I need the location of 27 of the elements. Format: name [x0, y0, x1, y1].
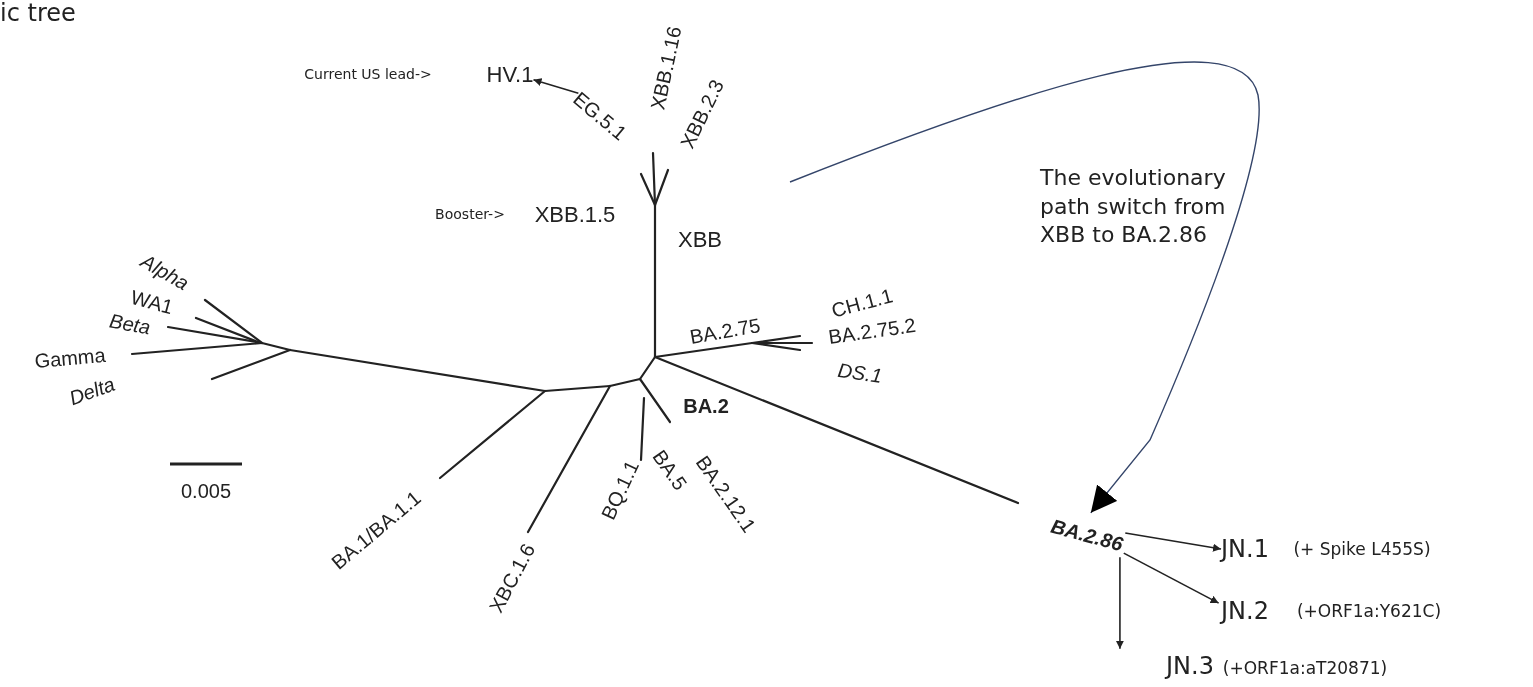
scale-value: 0.005: [180, 480, 232, 502]
annotation: Booster->: [435, 207, 505, 223]
mutation-note: (+ Spike L455S): [1293, 539, 1431, 559]
arrow: [1122, 552, 1220, 604]
mutation-note: (+ORF1a:aT20871): [1222, 658, 1388, 678]
arrow: [789, 61, 1260, 514]
annotation: Current US lead->: [304, 67, 432, 83]
taxon-label: CH.1.1: [829, 284, 895, 322]
title: ic tree: [0, 0, 76, 27]
taxon-label: DS.1: [836, 359, 884, 387]
taxon-label: BA.2.75: [688, 314, 762, 348]
taxon-label: BA.2: [683, 395, 729, 417]
taxon-label: Delta: [66, 372, 118, 410]
taxon-label: XBB.1.5: [534, 202, 616, 228]
mutation-note: (+ORF1a:Y621C): [1296, 601, 1442, 621]
arrow: [532, 78, 580, 95]
annotation: The evolutionary path switch from XBB to BA.2.86: [1040, 164, 1227, 250]
taxon-label: HV.1: [486, 62, 534, 88]
arrow: [1124, 532, 1222, 552]
taxon-label: XBB.1.16: [646, 24, 686, 112]
taxon-label: JN.2: [1221, 597, 1269, 625]
taxon-label: XBB: [678, 227, 722, 253]
taxon-label: JN.3: [1166, 652, 1214, 680]
taxon-label: JN.1: [1221, 535, 1269, 563]
taxon-label: Gamma: [33, 343, 107, 373]
taxon-label: BA.2.86: [1048, 514, 1126, 556]
arrow: [1115, 556, 1124, 650]
